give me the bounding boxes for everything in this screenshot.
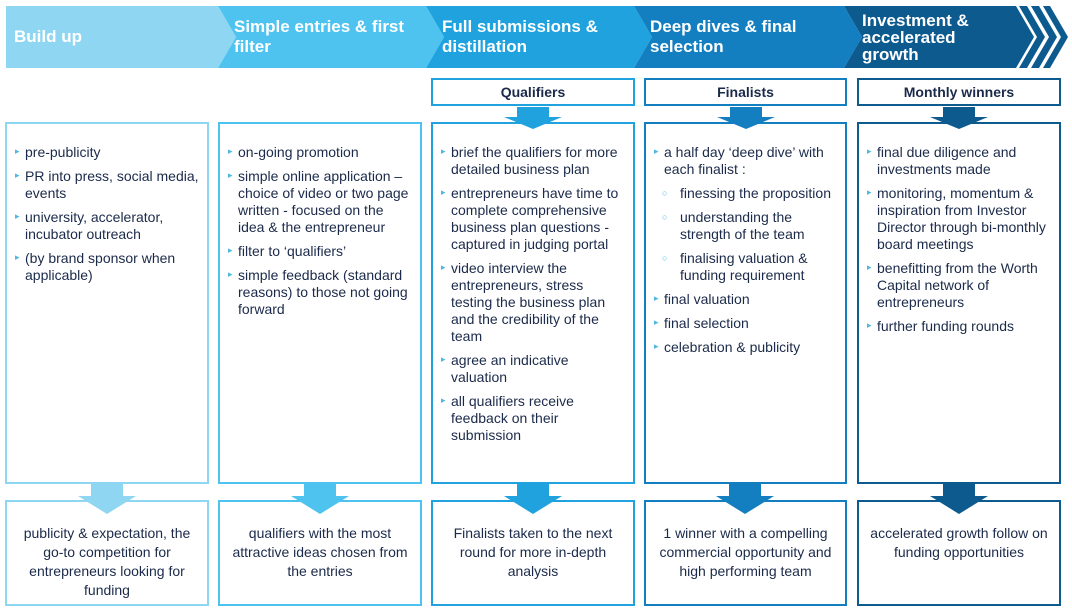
stage-5-chevron (844, 6, 1034, 68)
outcome-arrow-icon (291, 484, 349, 514)
list-item: video interview the entrepreneurs, stres… (441, 259, 625, 345)
qualifiers-arrow-icon (504, 107, 562, 129)
list-item: agree an indicative valuation (441, 351, 625, 386)
finalists-tag: Finalists (644, 78, 847, 106)
stage-4-chevron (634, 6, 862, 68)
stage-5-activities: final due diligence and investments made… (857, 122, 1061, 484)
list-item: simple online application – choice of vi… (228, 167, 412, 236)
stage-2-activities: on-going promotion simple online applica… (218, 122, 422, 484)
list-item: final valuation (654, 290, 837, 308)
stage-1-outcome: publicity & expectation, the go-to compe… (5, 500, 209, 606)
stage-3-chevron (426, 6, 652, 68)
list-item: all qualifiers receive feedback on their… (441, 392, 625, 444)
monthly-winners-arrow-icon (930, 107, 988, 129)
monthly-winners-tag: Monthly winners (857, 78, 1061, 106)
stage-2-outcome: qualifiers with the most attractive idea… (218, 500, 422, 606)
stage-3-outcome: Finalists taken to the next round for mo… (431, 500, 635, 606)
list-item: on-going promotion (228, 143, 412, 161)
outcome-arrow-icon (930, 484, 988, 514)
list-item: celebration & publicity (654, 338, 837, 356)
outcome-arrow-icon (716, 484, 774, 514)
list-item: (by brand sponsor when applicable) (15, 249, 199, 284)
sub-list-item: understanding the strength of the team (656, 209, 837, 243)
chevron-arrow-bar (6, 6, 1068, 68)
sub-list-item: finalising valuation & funding requireme… (656, 250, 837, 284)
qualifiers-tag: Qualifiers (431, 78, 635, 106)
list-item: pre-publicity (15, 143, 199, 161)
stage-5-title: Investment & accelerated growth (862, 10, 969, 64)
stage-1-title: Build up (14, 27, 82, 46)
stage-4-title: Deep dives & final selection (650, 17, 797, 56)
sub-list-item: finessing the proposition (656, 185, 837, 202)
list-item: final selection (654, 314, 837, 332)
outcome-arrow-icon (78, 484, 136, 514)
end-chevron-1 (1019, 6, 1045, 68)
stage-4-activities: a half day ‘deep dive’ with each finalis… (644, 122, 847, 484)
list-item: university, accelerator, incubator outre… (15, 208, 199, 243)
list-item: brief the qualifiers for more detailed b… (441, 143, 625, 178)
list-item: PR into press, social media, events (15, 167, 199, 202)
stage-3-activities: brief the qualifiers for more detailed b… (431, 122, 635, 484)
list-item: simple feedback (standard reasons) to th… (228, 266, 412, 318)
end-chevron-3 (1043, 6, 1068, 68)
stage-2-title: Simple entries & first filter (234, 17, 405, 56)
list-item: filter to ‘qualifiers’ (228, 242, 412, 260)
stage-2-chevron (218, 6, 444, 68)
finalists-arrow-icon (717, 107, 775, 129)
list-item: a half day ‘deep dive’ with each finalis… (654, 143, 837, 178)
outcome-arrow-icon (504, 484, 562, 514)
stage-header-bar: Build up Simple entries & first filter F… (6, 6, 1068, 68)
list-item: entrepreneurs have time to complete comp… (441, 184, 625, 253)
stage-1-activities: pre-publicity PR into press, social medi… (5, 122, 209, 484)
stage-1-chevron (6, 6, 236, 68)
end-chevron-2 (1031, 6, 1057, 68)
list-item: further funding rounds (867, 317, 1051, 335)
stage-3-title: Full submissions & distillation (442, 17, 598, 56)
list-item: benefitting from the Worth Capital netwo… (867, 259, 1051, 311)
list-item: monitoring, momentum & inspiration from … (867, 184, 1051, 253)
stage-4-outcome: 1 winner with a compelling commercial op… (644, 500, 847, 606)
stage-5-outcome: accelerated growth follow on funding opp… (857, 500, 1061, 606)
list-item: final due diligence and investments made (867, 143, 1051, 178)
